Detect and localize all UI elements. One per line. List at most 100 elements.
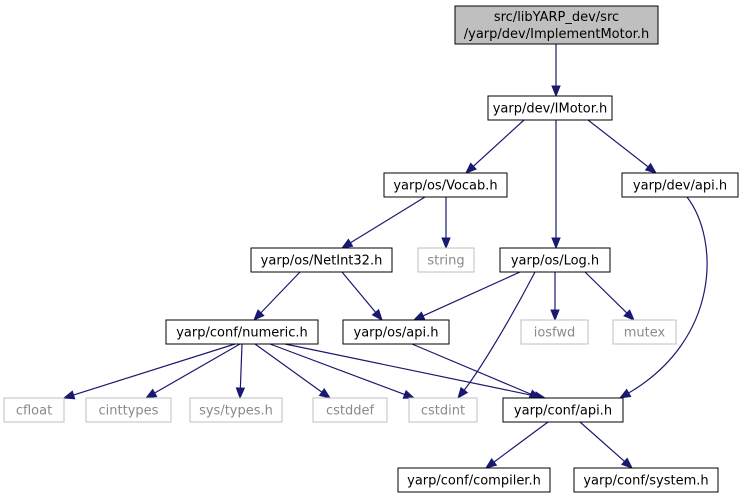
edge-imotor-vocab-arrowhead [465, 162, 477, 174]
edge-vocab-string-arrowhead [441, 237, 451, 250]
node-devapi[interactable]: yarp/dev/api.h [621, 172, 739, 198]
edge-netint32-numeric [253, 271, 301, 321]
node-compiler[interactable]: yarp/conf/compiler.h [397, 467, 551, 493]
edge-numeric-systypes-line [239, 343, 243, 390]
edge-vocab-netint32-line [349, 196, 426, 244]
edge-log-cstdint-arrowhead [457, 386, 469, 400]
edge-confapi-compiler-arrowhead [484, 457, 498, 469]
edge-imotor-devapi-arrowhead [644, 162, 658, 174]
node-osapi[interactable]: yarp/os/api.h [342, 319, 450, 345]
edge-log-osapi-line [421, 271, 521, 317]
edge-confapi-system-arrowhead [620, 457, 634, 469]
edge-confapi-compiler-line [492, 421, 549, 464]
node-imotor-box [487, 95, 613, 121]
edge-numeric-cstdint-arrowhead [402, 389, 416, 399]
node-cinttypes-label: cinttypes [99, 404, 159, 419]
edge-imotor-devapi [587, 119, 658, 174]
node-implementmotor-label: /yarp/dev/ImplementMotor.h [464, 27, 649, 42]
node-iosfwd-label: iosfwd [534, 326, 576, 341]
node-devapi-box [621, 172, 739, 198]
edge-log-mutex-arrowhead [623, 309, 635, 321]
edge-vocab-netint32 [340, 196, 426, 249]
node-numeric-box [165, 319, 319, 345]
node-cfloat: cfloat [3, 397, 65, 423]
node-cstddef: cstddef [312, 397, 388, 423]
edges-layer [62, 44, 708, 469]
node-system-label: yarp/conf/system.h [583, 474, 708, 489]
node-system[interactable]: yarp/conf/system.h [573, 467, 719, 493]
edge-numeric-cfloat-line [72, 343, 236, 396]
node-cstdint: cstdint [408, 397, 478, 423]
edge-imotor-vocab [465, 119, 525, 174]
edge-vocab-string [441, 197, 451, 250]
node-osapi-box [342, 319, 450, 345]
node-implementmotor-box [454, 5, 659, 45]
node-imotor[interactable]: yarp/dev/IMotor.h [487, 95, 613, 121]
node-implementmotor-label: src/libYARP_dev/src [494, 10, 619, 25]
edge-numeric-systypes [235, 343, 246, 400]
edge-vocab-netint32-arrowhead [340, 238, 354, 249]
edge-log-mutex-line [584, 271, 628, 315]
node-systypes-box [189, 397, 283, 423]
node-iosfwd-box [520, 319, 589, 345]
node-mutex-box [612, 319, 677, 345]
node-string: string [417, 247, 475, 273]
edge-numeric-cinttypes-line [153, 343, 241, 395]
node-string-box [417, 247, 475, 273]
edge-devapi-confapi-arrowhead [618, 388, 632, 399]
node-vocab-label: yarp/os/Vocab.h [393, 179, 497, 194]
edge-numeric-cstdint-line [269, 343, 406, 396]
edge-netint32-numeric-line [259, 271, 301, 314]
edge-netint32-osapi-line [341, 271, 377, 314]
node-devapi-label: yarp/dev/api.h [633, 179, 727, 194]
edge-imotor-log-arrowhead [551, 237, 561, 250]
edge-numeric-cstdint [269, 343, 416, 399]
node-systypes-label: sys/types.h [199, 404, 273, 419]
node-system-box [573, 467, 719, 493]
node-cfloat-label: cfloat [16, 404, 52, 419]
node-vocab-box [383, 172, 508, 198]
edge-numeric-cstddef-line [254, 343, 324, 394]
edge-implementmotor-imotor-arrowhead [551, 85, 561, 98]
node-numeric-label: yarp/conf/numeric.h [176, 326, 308, 341]
edge-devapi-confapi [618, 196, 708, 399]
node-osapi-label: yarp/os/api.h [354, 326, 439, 341]
node-vocab[interactable]: yarp/os/Vocab.h [383, 172, 508, 198]
node-cfloat-box [3, 397, 65, 423]
edge-log-mutex [584, 271, 635, 321]
node-imotor-label: yarp/dev/IMotor.h [493, 102, 608, 117]
node-compiler-box [397, 467, 551, 493]
node-confapi[interactable]: yarp/conf/api.h [502, 397, 624, 423]
edge-log-osapi [412, 271, 521, 321]
edge-log-iosfwd-arrowhead [550, 309, 560, 322]
node-netint32-label: yarp/os/NetInt32.h [261, 254, 383, 269]
edge-implementmotor-imotor [551, 44, 561, 98]
edge-log-iosfwd [550, 272, 560, 322]
node-confapi-box [502, 397, 624, 423]
edge-osapi-confapi-line [411, 343, 532, 396]
node-numeric[interactable]: yarp/conf/numeric.h [165, 319, 319, 345]
edge-numeric-cinttypes [144, 343, 241, 399]
edge-numeric-cinttypes-arrowhead [144, 388, 158, 399]
edge-numeric-cfloat-arrowhead [62, 390, 76, 400]
nodes-layer: src/libYARP_dev/src/yarp/dev/ImplementMo… [3, 5, 739, 493]
node-log[interactable]: yarp/os/Log.h [499, 247, 611, 273]
edge-osapi-confapi [411, 343, 542, 399]
node-implementmotor[interactable]: src/libYARP_dev/src/yarp/dev/ImplementMo… [454, 5, 659, 45]
edge-numeric-cstddef [254, 343, 332, 399]
edge-confapi-compiler [484, 421, 549, 469]
node-mutex-label: mutex [624, 326, 666, 341]
node-cinttypes: cinttypes [85, 397, 172, 423]
node-log-label: yarp/os/Log.h [511, 254, 599, 269]
node-cstdint-label: cstdint [421, 404, 465, 419]
edge-numeric-cfloat [62, 343, 236, 400]
edge-netint32-numeric-arrowhead [253, 309, 265, 321]
edge-imotor-log [551, 120, 561, 250]
node-confapi-label: yarp/conf/api.h [514, 404, 612, 419]
node-netint32[interactable]: yarp/os/NetInt32.h [250, 247, 393, 273]
node-compiler-label: yarp/conf/compiler.h [407, 474, 541, 489]
edge-confapi-system-line [579, 421, 626, 463]
node-cstddef-label: cstddef [326, 404, 375, 419]
node-iosfwd: iosfwd [520, 319, 589, 345]
edge-devapi-confapi-line [627, 196, 708, 395]
